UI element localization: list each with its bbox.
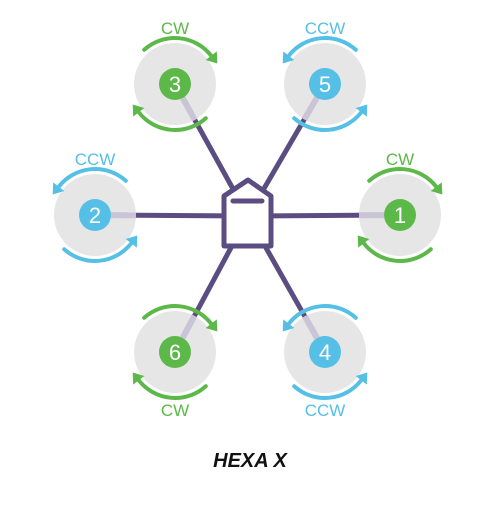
rotation-arc <box>62 241 134 263</box>
rotation-arrow-icon <box>205 319 218 332</box>
motor-number: 1 <box>394 203 406 228</box>
arm-stub <box>180 96 198 122</box>
motor-6: 6CW <box>132 304 218 420</box>
rotation-label: CW <box>161 401 189 420</box>
arm-stub <box>179 314 198 340</box>
rotation-arrow-icon <box>125 235 138 248</box>
motor-2: 2 CCW <box>52 150 138 263</box>
motor-5: 5 CCW <box>282 19 368 132</box>
motor-3: 3 CW <box>132 19 218 132</box>
rotation-arrow-icon <box>355 372 368 385</box>
rotation-arrow-icon <box>282 319 295 332</box>
rotation-arc <box>292 110 364 132</box>
rotation-label: CW <box>161 19 189 38</box>
motor-number: 5 <box>319 72 331 97</box>
motor-number-badge <box>159 68 191 100</box>
rotation-arc <box>292 378 364 400</box>
rotation-arrow-icon <box>132 104 145 117</box>
rotation-arc <box>136 110 208 132</box>
rotation-arc <box>286 36 358 58</box>
frame-title: HEXA X <box>213 450 288 472</box>
rotation-arc <box>142 304 214 326</box>
rotation-arrow-icon <box>205 51 218 64</box>
rotation-arrow-icon <box>357 235 370 248</box>
rotation-label: CW <box>386 150 414 169</box>
rotation-arc <box>286 304 358 326</box>
motor-number: 6 <box>169 340 181 365</box>
rotation-arrow-icon <box>355 104 368 117</box>
rotation-arc <box>367 167 439 189</box>
rotation-label: CCW <box>75 150 116 169</box>
arm-stub <box>301 96 320 121</box>
rotation-label: CCW <box>305 401 346 420</box>
rotation-arc <box>136 378 208 400</box>
motor-number-badge <box>79 199 111 231</box>
motor-number-badge <box>309 336 341 368</box>
motor-number-badge <box>159 336 191 368</box>
flight-controller-housing <box>221 177 274 249</box>
rotation-arrow-icon <box>52 182 65 195</box>
rotation-arrow-icon <box>430 182 443 195</box>
rotation-arc <box>361 241 433 263</box>
motor-number: 4 <box>319 340 331 365</box>
rotation-arrow-icon <box>282 51 295 64</box>
arm-stub <box>302 314 320 340</box>
rotation-arc <box>142 36 214 58</box>
flight-controller-body <box>221 177 274 249</box>
motor-1: 1 CW <box>357 150 443 263</box>
motor-number: 2 <box>89 203 101 228</box>
rotation-arc <box>56 167 128 189</box>
motor-number-badge <box>309 68 341 100</box>
motor-number: 3 <box>169 72 181 97</box>
rotation-arrow-icon <box>132 372 145 385</box>
rotation-label: CCW <box>305 19 346 38</box>
motor-number-badge <box>384 199 416 231</box>
